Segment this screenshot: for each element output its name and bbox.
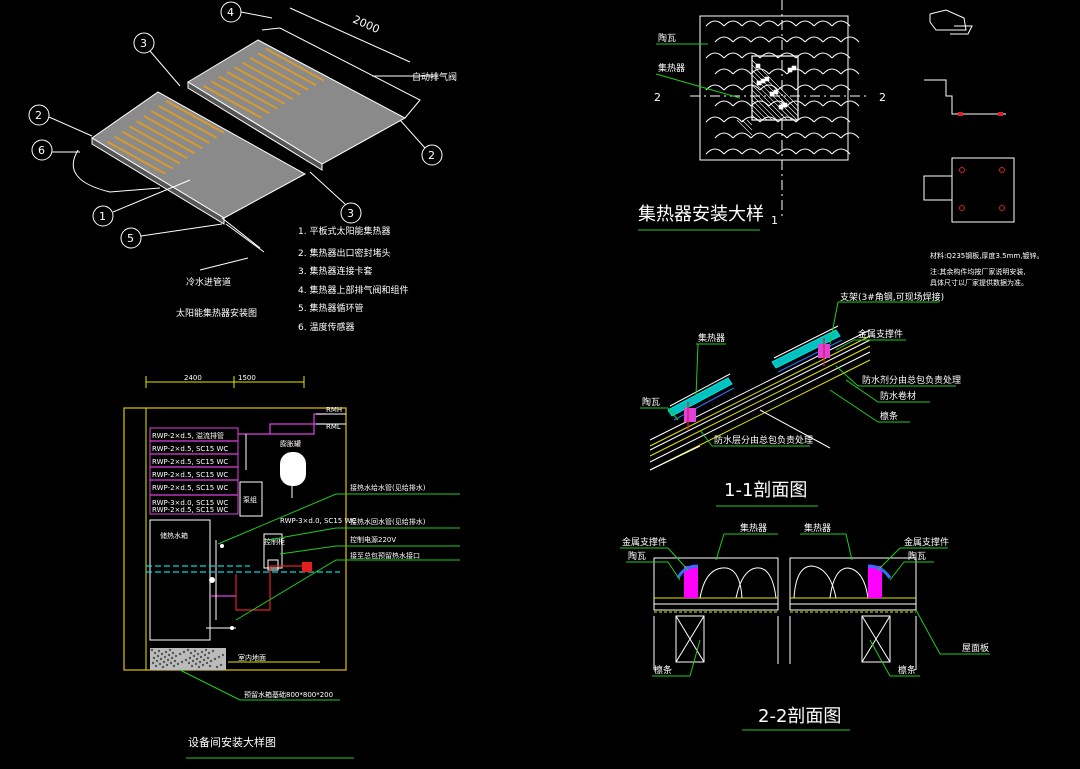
s22-tile-left-label: 陶瓦 bbox=[628, 550, 646, 562]
dim-2000: 2000 bbox=[351, 13, 382, 36]
material-note-3: 具体尺寸以厂家提供数据为准。 bbox=[930, 278, 1028, 287]
s11-collector-label: 集热器 bbox=[698, 332, 725, 344]
section-22-title: 2-2剖面图 bbox=[758, 706, 841, 727]
solar-layout-title: 太阳能集热器安装图 bbox=[176, 307, 257, 319]
rml-label: RML bbox=[326, 423, 341, 431]
s22-metal-right-label: 金属支撑件 bbox=[904, 536, 949, 548]
expansion-tank-label: 膨胀罐 bbox=[280, 439, 301, 448]
solar-collector-layout: 2000 自动排气阀 4 3 2 6 2 1 3 5 冷水进管道 太阳能集热器安… bbox=[28, 1, 457, 333]
section-1-1: 支架(3#角钢,可现场焊接) 集热器 金属支撑件 陶瓦 防水剂分由总包负责处理 … bbox=[640, 291, 961, 507]
cold-pipe-label: 冷水进管道 bbox=[186, 276, 231, 288]
equipment-room-title: 设备间安装大样图 bbox=[188, 735, 276, 749]
small-pipe-label: RWP-3×d.0, SC15 WC bbox=[280, 517, 356, 525]
s22-purlin-left-label: 檩条 bbox=[654, 664, 672, 676]
pipe-label-3: RWP-2×d.5, SC15 WC bbox=[152, 458, 228, 466]
collector-label: 集热器 bbox=[658, 62, 685, 74]
legend-item-2: 2. 集热器出口密封堵头 bbox=[298, 247, 390, 259]
callout-hot-supply: 接热水给水管(见给排水) bbox=[350, 483, 426, 492]
callout-3b: 3 bbox=[347, 207, 354, 220]
pipe-label-2: RWP-2×d.5, SC15 WC bbox=[152, 445, 228, 453]
pipe-label-7: RWP-2×d.5, SC15 WC bbox=[152, 506, 228, 514]
s22-collector-left-label: 集热器 bbox=[740, 522, 767, 534]
callout-4: 4 bbox=[227, 6, 234, 19]
collector-install-detail: 2 2 陶瓦 集热器 集热器安装大样 1 材料:Q235钢板,厚度3.5mm,镀… bbox=[638, 0, 1043, 287]
section-mark-1: 1 bbox=[771, 214, 778, 227]
controller-label: 控制柜 bbox=[264, 537, 285, 546]
s22-tile-right-label: 陶瓦 bbox=[908, 550, 926, 562]
s22-metal-left-label: 金属支撑件 bbox=[622, 536, 667, 548]
bracket-label: 支架(3#角钢,可现场焊接) bbox=[840, 291, 944, 303]
callout-1: 1 bbox=[99, 210, 106, 223]
s11-membrane-label: 防水卷材 bbox=[880, 390, 916, 402]
callout-power: 控制电源220V bbox=[350, 535, 396, 544]
callout-2b: 2 bbox=[428, 149, 435, 162]
pipe-label-4: RWP-2×d.5, SC15 WC bbox=[152, 471, 228, 479]
auto-vent-label: 自动排气阀 bbox=[412, 71, 457, 83]
storage-tank-label: 储热水箱 bbox=[160, 531, 188, 540]
legend-item-4: 4. 集热器上部排气阀和组件 bbox=[298, 284, 408, 296]
callout-3a: 3 bbox=[140, 37, 147, 50]
callout-interface: 接至总包预留热水接口 bbox=[350, 551, 420, 560]
tile-label: 陶瓦 bbox=[658, 32, 676, 44]
material-note-1: 材料:Q235钢板,厚度3.5mm,镀锌。 bbox=[930, 251, 1043, 260]
s22-collector-right-label: 集热器 bbox=[804, 522, 831, 534]
section-2-2: 集热器 集热器 金属支撑件 金属支撑件 陶瓦 陶瓦 屋面板 檩条 檩条 2-2剖… bbox=[620, 522, 990, 731]
install-detail-title: 集热器安装大样 bbox=[638, 204, 764, 225]
equipment-room-detail: 2400 1500 RWP-2×d.5, 溢流排管 RWP-2×d.5, SC1… bbox=[123, 374, 460, 759]
floor-label: 室内地面 bbox=[238, 653, 266, 662]
section-mark-2-right: 2 bbox=[879, 91, 886, 104]
callout-6: 6 bbox=[38, 144, 45, 157]
s11-waterproof-label-1: 防水剂分由总包负责处理 bbox=[862, 374, 961, 386]
s11-metal-support-label: 金属支撑件 bbox=[858, 328, 903, 340]
s11-waterproof-label-2: 防水层分由总包负责处理 bbox=[714, 434, 813, 446]
dim-1500: 1500 bbox=[238, 374, 256, 382]
material-note-2: 注:其余构件均按厂家说明安装, bbox=[930, 267, 1026, 276]
callout-2a: 2 bbox=[35, 109, 42, 122]
foundation-label: 预留水箱基础800*800*200 bbox=[244, 690, 333, 699]
pipe-label-1: RWP-2×d.5, 溢流排管 bbox=[152, 431, 224, 440]
callout-hot-return: 接热水回水管(见给排水) bbox=[350, 517, 426, 526]
s22-purlin-right-label: 檩条 bbox=[898, 664, 916, 676]
legend-item-3: 3. 集热器连接卡套 bbox=[298, 265, 372, 277]
s11-tile-label: 陶瓦 bbox=[642, 396, 660, 408]
legend-item-5: 5. 集热器循环管 bbox=[298, 302, 363, 314]
dim-2400: 2400 bbox=[184, 374, 202, 382]
pump-group-label: 泵组 bbox=[243, 495, 257, 504]
s11-purlin-label: 檩条 bbox=[880, 410, 898, 422]
pipe-label-5: RWP-2×d.5, SC15 WC bbox=[152, 484, 228, 492]
section-11-title: 1-1剖面图 bbox=[724, 480, 807, 501]
callout-5: 5 bbox=[127, 232, 134, 245]
legend-item-1: 1. 平板式太阳能集热器 bbox=[298, 225, 390, 237]
solar-legend: 1. 平板式太阳能集热器 2. 集热器出口密封堵头 3. 集热器连接卡套 4. … bbox=[298, 225, 408, 333]
pipe-label-6: RWP-3×d.0, SC15 WC bbox=[152, 499, 228, 507]
section-mark-2-left: 2 bbox=[654, 91, 661, 104]
s22-roof-panel-label: 屋面板 bbox=[962, 642, 989, 654]
rmh-label: RMH bbox=[326, 406, 342, 414]
legend-item-6: 6. 温度传感器 bbox=[298, 321, 354, 333]
